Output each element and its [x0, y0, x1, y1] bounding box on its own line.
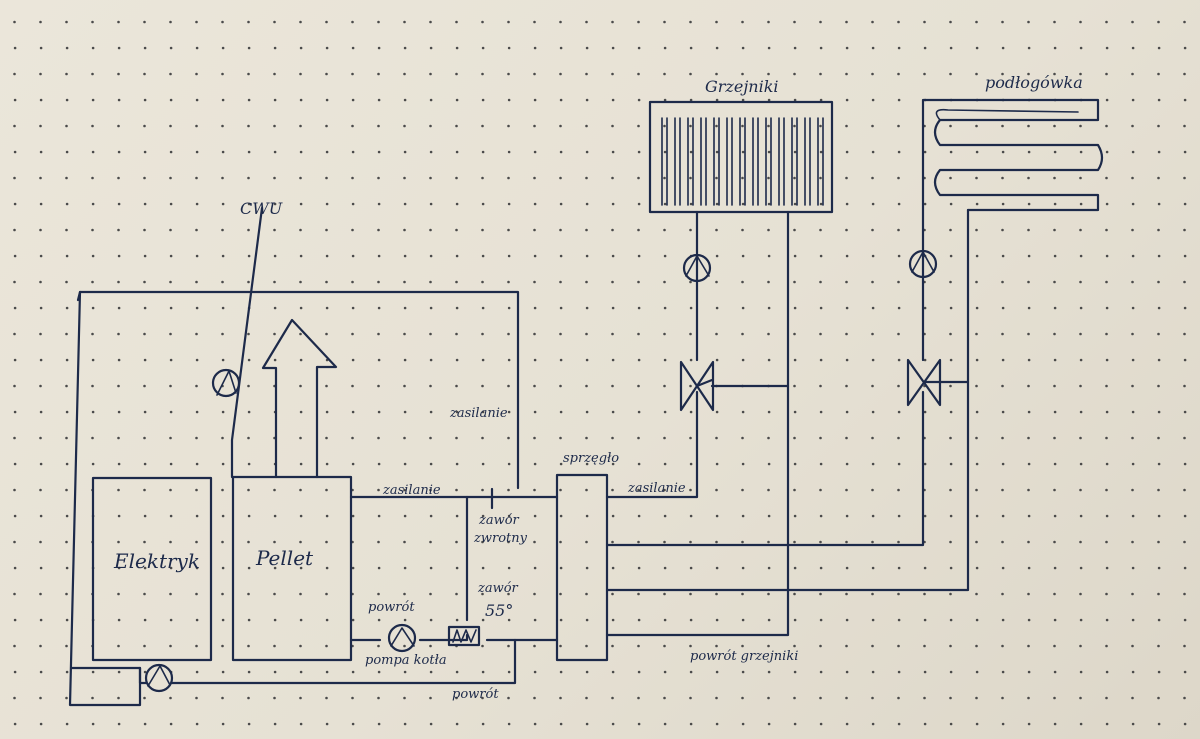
valve-55-hatch	[452, 629, 477, 643]
radiator-return-label: powrót grzejniki	[690, 649, 798, 664]
radiator-fin	[687, 117, 694, 206]
supply-label-mid: zasilanie	[382, 483, 441, 498]
valve55-label-2: 55°	[485, 601, 513, 620]
hydraulic-coupler	[555, 473, 609, 662]
valve-55-icon	[447, 625, 481, 647]
radiator-fin	[804, 117, 811, 206]
coupler-label: sprzęgło	[563, 451, 619, 466]
check-valve-label-2: zwrotny	[473, 531, 528, 546]
boiler-pump-triangle	[390, 627, 415, 647]
cwu-pump-icon	[211, 368, 241, 398]
supply-label-right: zasilanie	[627, 481, 686, 496]
floor-heating-coil	[921, 98, 1104, 362]
check-valve-label-1: zawór	[478, 513, 520, 528]
floor-return-pipe	[605, 208, 970, 592]
radiator-body	[648, 100, 834, 214]
radiator-return-pipe	[605, 210, 790, 637]
floor-pump-icon	[908, 249, 938, 279]
radiator-pump-icon	[682, 253, 712, 283]
boiler-pump-icon	[387, 623, 417, 653]
radiator-fin	[713, 117, 720, 206]
outer-loop-pipe	[68, 290, 520, 707]
pellet-boiler-label: Pellet	[255, 546, 314, 570]
radiator-fin	[791, 117, 798, 206]
radiator-fin	[674, 117, 681, 206]
radiator-fin	[752, 117, 759, 206]
pellet-return-pipe	[349, 633, 559, 642]
radiator-supply-pipe	[605, 390, 699, 499]
cwu-pump-triangle	[216, 370, 237, 396]
return-label-bottom: powrót	[452, 687, 499, 702]
floor-coil-inner	[935, 108, 1079, 121]
floor-heating-label: podłogówka	[985, 73, 1083, 92]
floor-supply-pipe	[605, 390, 925, 547]
electric-boiler-label: Elektryk	[113, 549, 200, 573]
floor-pump-triangle	[911, 251, 935, 273]
chimney	[261, 318, 338, 479]
floor-mixing-valve	[906, 358, 970, 407]
radiator-fin	[817, 117, 824, 206]
radiator-fin	[726, 117, 733, 206]
electric-boiler-box	[91, 476, 213, 662]
radiator-fins	[661, 117, 824, 206]
electric-return-stub	[138, 666, 148, 685]
radiator-fin	[700, 117, 707, 206]
radiator-pump-triangle	[685, 255, 710, 277]
radiators-label: Grzejniki	[705, 77, 779, 96]
pellet-boiler-box	[231, 475, 353, 662]
radiator-fin	[661, 117, 668, 206]
bottom-return-pipe	[170, 638, 517, 685]
radiator-fin	[765, 117, 772, 206]
electric-pump-icon	[144, 663, 174, 693]
cwu-line	[230, 206, 264, 479]
supply-label-top: zasilanie	[449, 406, 508, 421]
cwu-label: CWU	[240, 199, 283, 218]
dot-grid	[13, 20, 1187, 726]
outer-inner-line	[70, 290, 142, 670]
return-label-left: powrót	[368, 600, 415, 615]
radiator-mixing-valve	[679, 360, 790, 412]
electric-pump-triangle	[147, 665, 171, 687]
radiator-fin	[739, 117, 746, 206]
boiler-pump-label: pompa kotła	[365, 653, 447, 668]
radiator-fin	[778, 117, 785, 206]
valve55-label-1: zawór	[477, 581, 519, 596]
